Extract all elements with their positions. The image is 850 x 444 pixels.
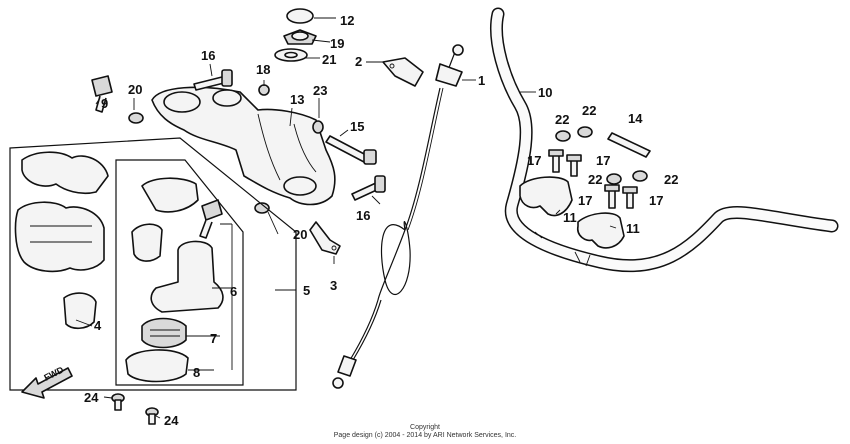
grommet-20-top[interactable]	[128, 112, 144, 124]
bolt-16-bottom[interactable]	[351, 175, 386, 201]
callout-13: 13	[290, 92, 304, 107]
bracket-2[interactable]	[382, 57, 424, 87]
copyright-text: Page design (c) 2004 - 2014 by ARI Netwo…	[333, 432, 517, 439]
callout-11-b: 11	[626, 221, 640, 236]
assembly-box-outer	[9, 137, 297, 391]
callout-labels: 12 19 21 2 1 10 16 18 20 9 13 23 15 16 2…	[84, 13, 678, 428]
callout-10: 10	[538, 85, 552, 100]
washer-23[interactable]	[312, 120, 324, 134]
bolt-16-top[interactable]	[193, 69, 233, 91]
switch-cover-upper[interactable]	[131, 177, 199, 262]
callout-17-d: 17	[649, 193, 663, 208]
handlebar[interactable]	[490, 7, 839, 273]
callout-11-a: 11	[563, 210, 577, 225]
callout-17-a: 17	[527, 153, 541, 168]
callout-16-top: 16	[201, 48, 215, 63]
upper-holder-right[interactable]	[576, 212, 625, 249]
bolt-15[interactable]	[325, 135, 377, 165]
callout-17-b: 17	[596, 153, 610, 168]
callout-5: 5	[303, 283, 310, 298]
washer-21[interactable]	[274, 48, 308, 62]
leader-lines-6-7-8	[186, 223, 296, 371]
throttle-cable[interactable]	[332, 44, 464, 389]
callout-15: 15	[350, 119, 364, 134]
switch-body-6[interactable]	[150, 240, 224, 313]
callout-24-left: 24	[84, 390, 99, 405]
key-9[interactable]	[91, 75, 113, 113]
callout-14: 14	[628, 111, 643, 126]
upper-holder-left[interactable]	[519, 176, 573, 217]
callout-2: 2	[355, 54, 362, 69]
callout-20-mid: 20	[293, 227, 307, 242]
callout-18: 18	[256, 62, 270, 77]
callout-22-a: 22	[555, 112, 569, 127]
grommet-18[interactable]	[258, 84, 270, 96]
fwd-arrow: FWD	[21, 364, 73, 399]
callout-9: 9	[101, 96, 108, 111]
callout-21: 21	[322, 52, 336, 67]
ignition-key[interactable]	[199, 199, 223, 239]
callout-7: 7	[210, 331, 217, 346]
leader-lines	[75, 17, 617, 419]
callout-22-d: 22	[664, 172, 678, 187]
stay-3[interactable]	[309, 221, 341, 255]
callout-23: 23	[313, 83, 327, 98]
cap-12[interactable]	[286, 8, 314, 24]
assembly-box-inner	[115, 159, 244, 386]
screw-24-left[interactable]	[111, 393, 125, 411]
cover-set-4[interactable]	[14, 151, 109, 330]
callout-16-bottom: 16	[356, 208, 370, 223]
callout-19: 19	[330, 36, 344, 51]
copyright-title: Copyright	[410, 424, 440, 431]
callout-12: 12	[340, 13, 354, 28]
callout-22-c: 22	[588, 172, 602, 187]
callout-17-c: 17	[578, 193, 592, 208]
callout-4: 4	[94, 318, 102, 333]
switch-8[interactable]	[125, 349, 189, 383]
callout-8: 8	[193, 365, 200, 380]
holder-bolts[interactable]	[548, 149, 638, 209]
callout-24-right: 24	[164, 413, 179, 428]
callout-3: 3	[330, 278, 337, 293]
top-bridge[interactable]	[151, 86, 336, 206]
grommet-20-mid[interactable]	[254, 202, 270, 214]
callout-20-top: 20	[128, 82, 142, 97]
copyright-notice: Copyright Page design (c) 2004 - 2014 by…	[0, 424, 850, 440]
switch-7[interactable]	[141, 317, 187, 349]
bolt-caps[interactable]	[555, 126, 648, 185]
pin-14[interactable]	[607, 132, 651, 158]
callout-6: 6	[230, 284, 237, 299]
screw-24-right[interactable]	[145, 407, 159, 425]
nut-19[interactable]	[283, 29, 317, 45]
callout-22-b: 22	[582, 103, 596, 118]
callout-1: 1	[478, 73, 485, 88]
